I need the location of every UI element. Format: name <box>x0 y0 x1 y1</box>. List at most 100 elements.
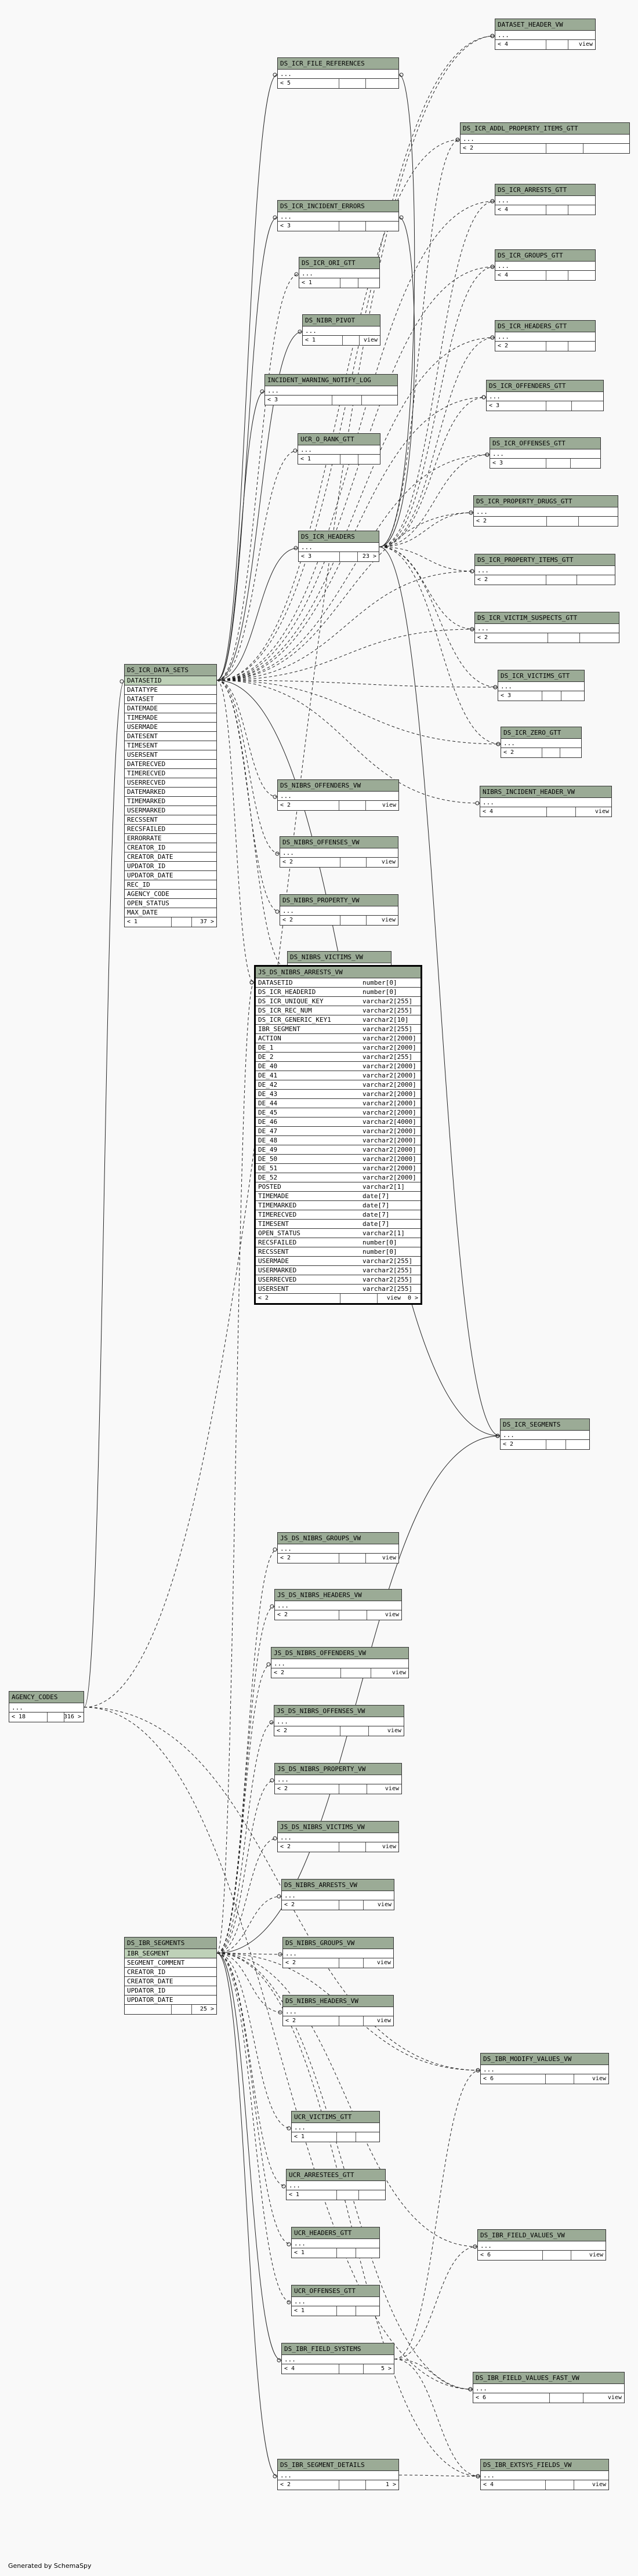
collapsed-columns: ... <box>501 1431 589 1440</box>
column-name: USERRECVED <box>258 1276 297 1283</box>
column-name: ... <box>267 387 279 394</box>
parent-count: < 4 <box>498 206 509 213</box>
footer-divider <box>363 2016 364 2026</box>
footer-divider <box>339 552 340 561</box>
table-ds-icr-file-references[interactable]: DS_ICR_FILE_REFERENCES...< 5 <box>277 57 399 89</box>
table-ds-icr-arrests-gtt[interactable]: DS_ICR_ARRESTS_GTT...< 4 <box>495 184 596 215</box>
parent-count: < 3 <box>489 402 500 409</box>
table-footer: < 1 <box>292 2306 379 2316</box>
parent-count: < 1 <box>294 2134 305 2140</box>
table-title: DS_ICR_FILE_REFERENCES <box>278 58 398 70</box>
column-name: ... <box>282 849 294 857</box>
table-ds-icr-headers-gtt[interactable]: DS_ICR_HEADERS_GTT...< 2 <box>495 320 596 351</box>
table-ds-icr-addl-property-items-gtt[interactable]: DS_ICR_ADDL_PROPERTY_ITEMS_GTT...< 2 <box>460 122 630 154</box>
table-ds-icr-groups-gtt[interactable]: DS_ICR_GROUPS_GTT...< 4 <box>495 249 596 281</box>
column-row: ERRORRATE <box>125 834 216 843</box>
relationship-edge <box>216 1664 271 1954</box>
edge-endpoint <box>266 1662 271 1667</box>
column-name: DE_44 <box>258 1100 278 1107</box>
table-ds-icr-zero-gtt[interactable]: DS_ICR_ZERO_GTT...< 2 <box>501 727 582 758</box>
edge-endpoint <box>273 1547 277 1552</box>
table-ds-icr-incident-errors[interactable]: DS_ICR_INCIDENT_ERRORS...< 3 <box>277 200 399 231</box>
collapsed-columns: ... <box>490 449 600 459</box>
column-name: ... <box>483 799 494 806</box>
relationship-edge <box>216 266 495 681</box>
column-name: DATERECVED <box>127 760 166 768</box>
table-incident-warning-notify-log[interactable]: INCIDENT_WARNING_NOTIFY_LOG...< 3 <box>264 374 398 405</box>
table-ds-icr-property-items-gtt[interactable]: DS_ICR_PROPERTY_ITEMS_GTT...< 2 <box>474 554 615 585</box>
table-ds-icr-offenders-gtt[interactable]: DS_ICR_OFFENDERS_GTT...< 3 <box>486 380 604 411</box>
table-ds-icr-property-drugs-gtt[interactable]: DS_ICR_PROPERTY_DRUGS_GTT...< 2 <box>473 495 618 527</box>
footer-divider <box>340 1668 341 1678</box>
table-ucr-headers-gtt[interactable]: UCR_HEADERS_GTT...< 1 <box>291 2227 380 2258</box>
collapsed-columns: ... <box>274 1717 404 1726</box>
footer-divider <box>365 79 366 88</box>
relationship-edge <box>216 1953 287 2187</box>
table-title: UCR_OFFENSES_GTT <box>292 2285 379 2297</box>
column-name: RECSSENT <box>127 816 158 823</box>
table-ds-icr-victim-suspects-gtt[interactable]: DS_ICR_VICTIM_SUSPECTS_GTT...< 2 <box>474 612 619 643</box>
column-row: REC_ID <box>125 880 216 890</box>
footer-divider <box>363 1958 364 1968</box>
table-ds-icr-victims-gtt[interactable]: DS_ICR_VICTIMS_GTT...< 3 <box>498 670 585 701</box>
collapsed-columns: ... <box>475 566 615 575</box>
column-name: ... <box>301 543 313 551</box>
column-name: ... <box>294 2298 306 2305</box>
collapsed-columns: ... <box>283 2007 393 2016</box>
table-title: DS_NIBRS_ARRESTS_VW <box>282 1880 394 1891</box>
column-row: USERMARKED <box>125 806 216 815</box>
relationship-edge <box>216 1549 278 1954</box>
collapsed-columns: ... <box>292 2239 379 2248</box>
table-ds-icr-ori-gtt[interactable]: DS_ICR_ORI_GTT...< 1 <box>299 257 380 288</box>
relationship-edge <box>216 1722 274 1954</box>
column-name: DATASETID <box>258 979 293 986</box>
column-type: varchar2[1] <box>362 1183 405 1191</box>
table-ds-icr-offenses-gtt[interactable]: DS_ICR_OFFENSES_GTT...< 3 <box>490 437 601 469</box>
relationship-edge <box>216 1953 292 2303</box>
table-ucr-victims-gtt[interactable]: UCR_VICTIMS_GTT...< 1 <box>291 2111 380 2142</box>
table-ds-icr-segments[interactable]: DS_ICR_SEGMENTS...< 2 <box>500 1418 590 1450</box>
relationship-edge <box>216 680 501 745</box>
column-row: DATASET <box>125 695 216 704</box>
column-name: ... <box>477 625 489 632</box>
relationship-edge <box>379 337 495 547</box>
table-ucr-offenses-gtt[interactable]: UCR_OFFENSES_GTT...< 1 <box>291 2285 380 2316</box>
relationship-edge <box>216 547 299 681</box>
relationship-edge <box>216 680 498 688</box>
column-row: AGENCY_CODE <box>125 890 216 899</box>
table-ucr-arrestees-gtt[interactable]: UCR_ARRESTEES_GTT...< 1 <box>286 2169 386 2200</box>
relationship-edge <box>216 35 495 681</box>
table-ucr-o-rank-gtt[interactable]: UCR_O_RANK_GTT...< 1 <box>298 433 380 465</box>
